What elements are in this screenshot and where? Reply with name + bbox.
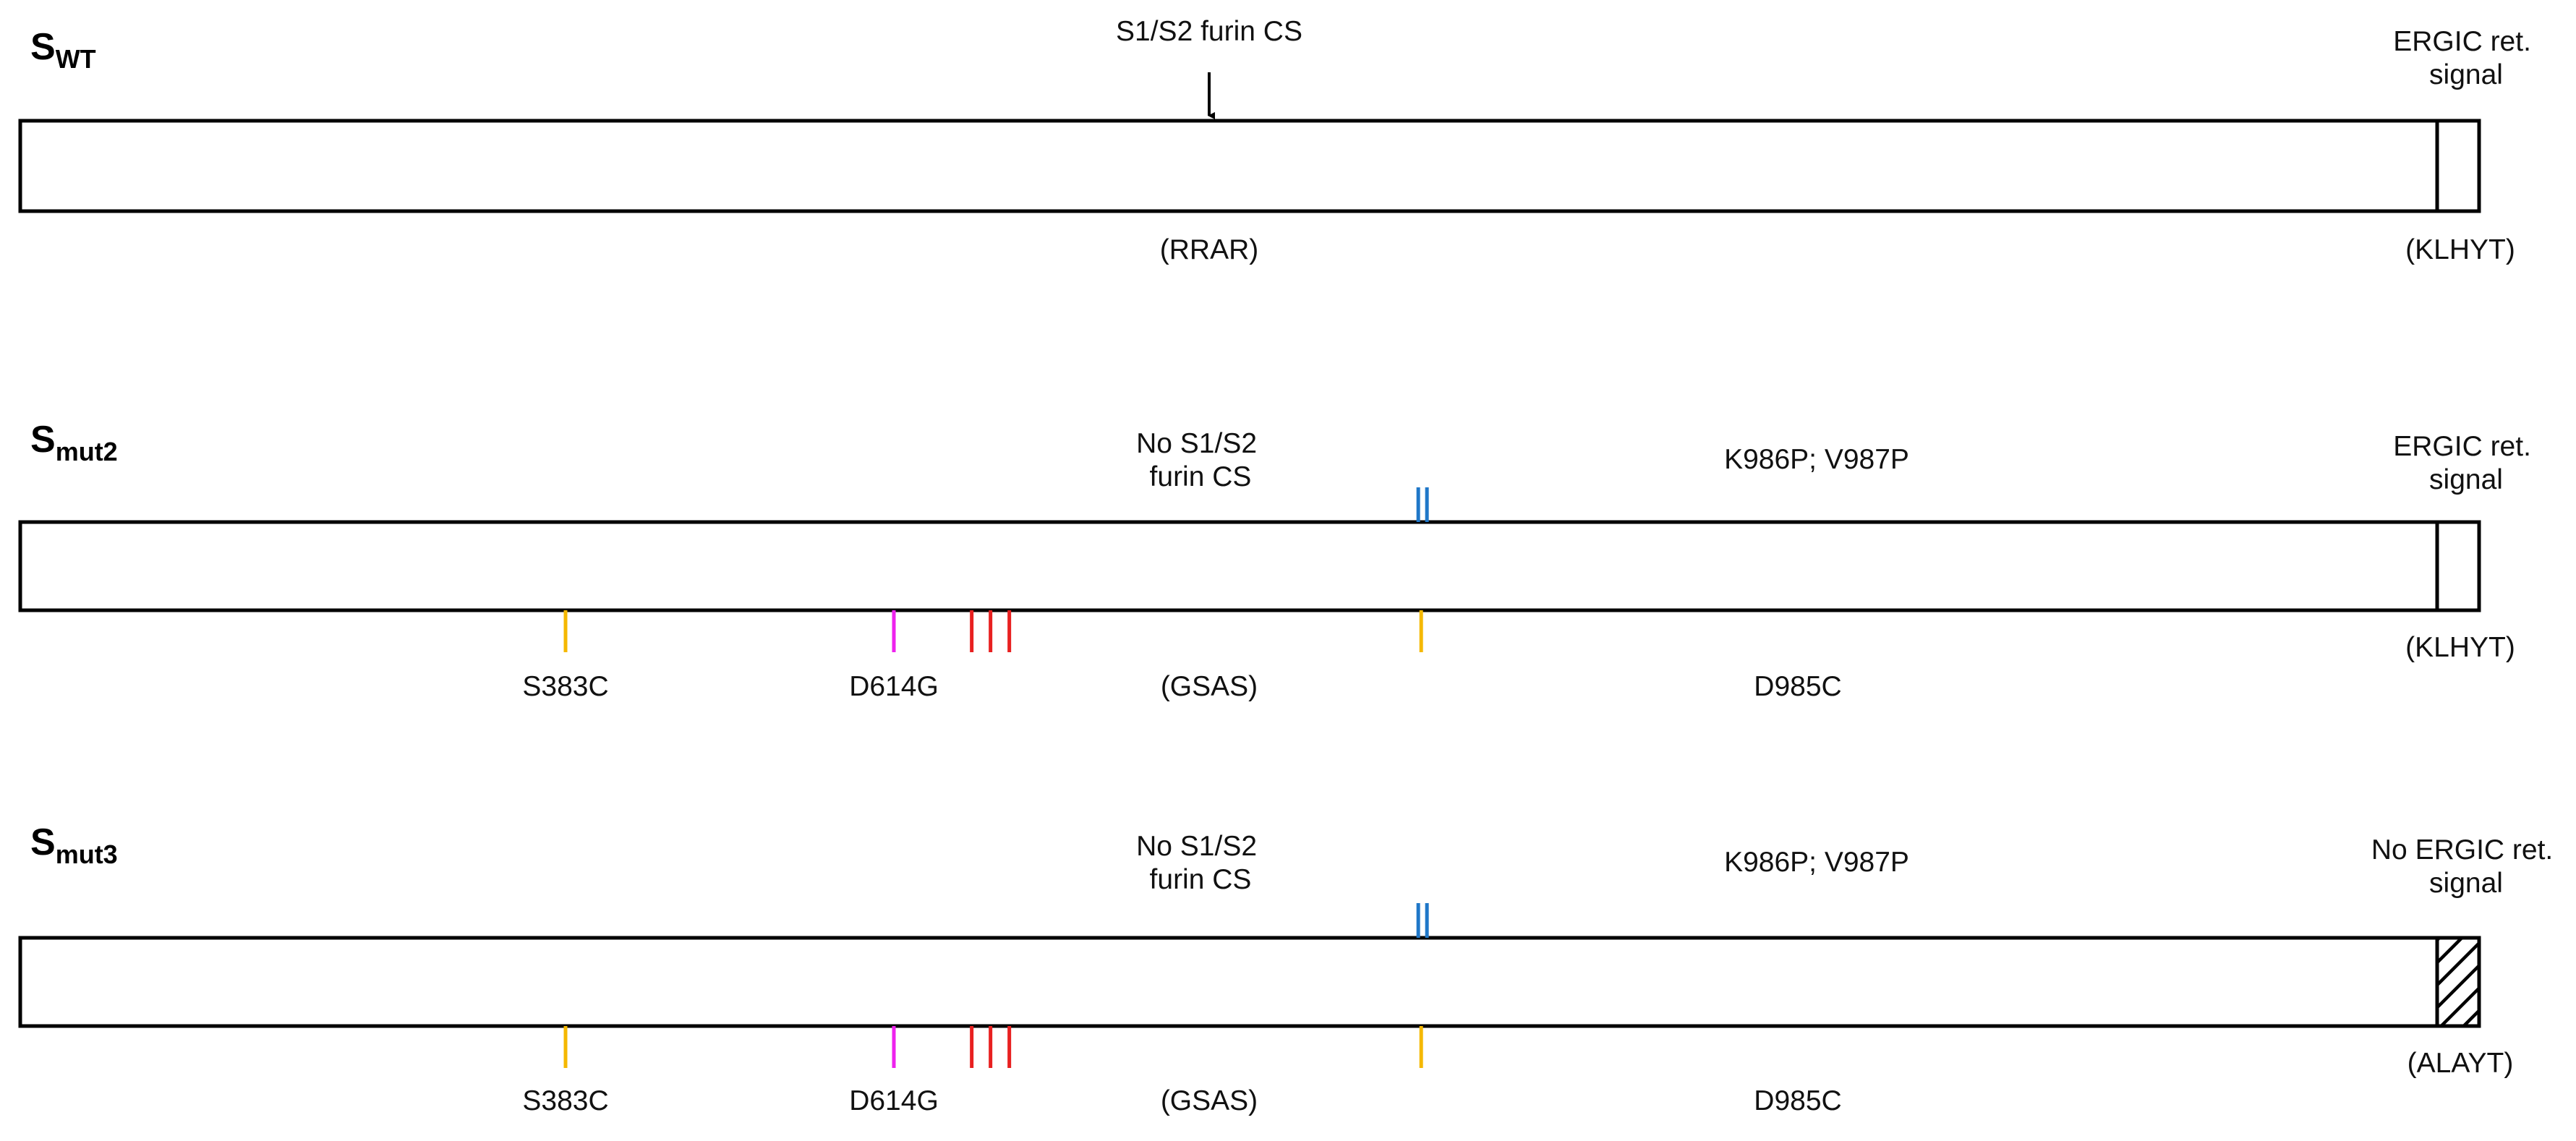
construct-name: Smut2 <box>30 419 118 466</box>
mutation-label-d985c: D985C <box>1754 671 1841 702</box>
cleavage-site-sequence: (RRAR) <box>1160 234 1258 265</box>
terminal-segment-hatched <box>2435 936 2481 1028</box>
ergic-signal-sequence: (KLHYT) <box>2405 632 2515 663</box>
terminal-segment <box>2435 520 2481 612</box>
cleavage-site-label: No S1/S2 furin CS <box>1136 831 1265 895</box>
construct-name: Smut3 <box>30 821 118 869</box>
construct-mut3: Smut3 No S1/S2 furin CS K986P; V987P No … <box>18 821 2561 1116</box>
terminal-segment <box>2435 119 2481 213</box>
construct-name: SWT <box>30 26 96 74</box>
mutation-label-s383c: S383C <box>522 671 608 702</box>
mutation-label-s383c: S383C <box>522 1085 608 1116</box>
mutation-markers <box>563 903 1429 1068</box>
cleavage-site-sequence: (GSAS) <box>1161 671 1258 702</box>
protein-bar <box>18 936 2481 1028</box>
construct-mut2: Smut2 No S1/S2 furin CS K986P; V987P ERG… <box>18 419 2539 702</box>
cleavage-site-label: No S1/S2 furin CS <box>1136 428 1265 492</box>
mutation-label-d985c: D985C <box>1754 1085 1841 1116</box>
ergic-signal-label: ERGIC ret. signal <box>2393 431 2539 495</box>
mutation-markers <box>563 487 1429 652</box>
ergic-signal-label: No ERGIC ret. signal <box>2371 834 2561 899</box>
proline-mutation-label: K986P; V987P <box>1724 847 1909 878</box>
ergic-signal-sequence: (ALAYT) <box>2407 1048 2514 1079</box>
cleavage-site-sequence: (GSAS) <box>1161 1085 1258 1116</box>
mutation-label-d614g: D614G <box>849 1085 939 1116</box>
proline-mutation-label: K986P; V987P <box>1724 444 1909 475</box>
protein-bar <box>18 520 2481 612</box>
cleavage-site-label: S1/S2 furin CS <box>1116 16 1302 47</box>
ergic-signal-sequence: (KLHYT) <box>2405 234 2515 265</box>
construct-wt: SWT S1/S2 furin CS ERGIC ret. signal (RR… <box>18 16 2539 265</box>
mutation-label-d614g: D614G <box>849 671 939 702</box>
ergic-signal-label: ERGIC ret. signal <box>2393 26 2539 90</box>
protein-bar <box>18 119 2481 213</box>
